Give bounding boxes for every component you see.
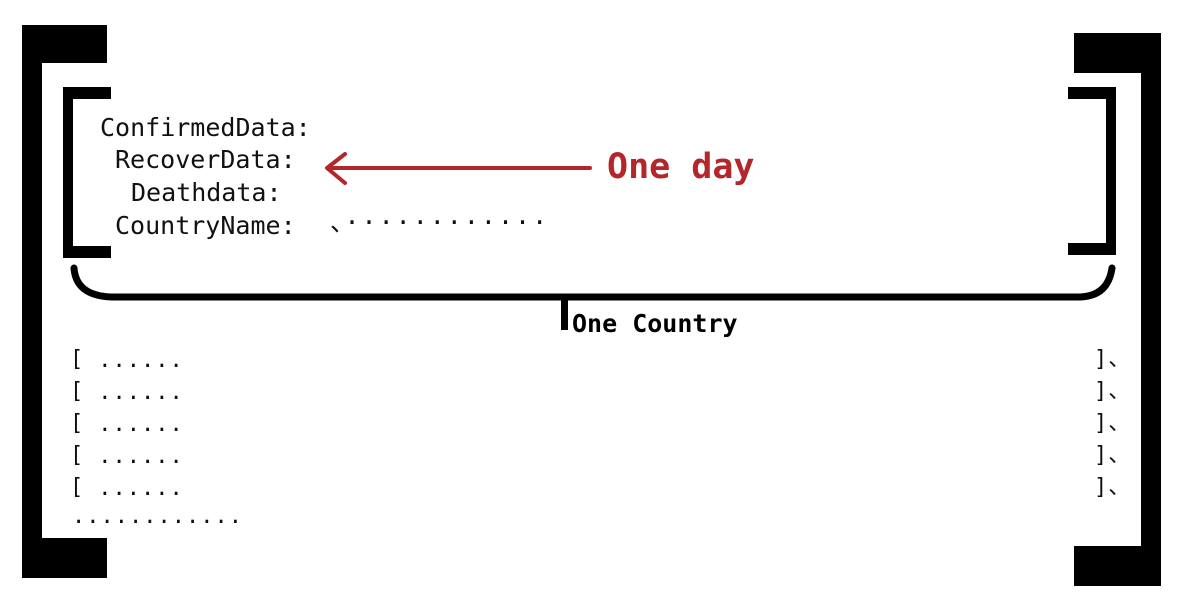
field-country-label: CountryName: <box>115 211 296 240</box>
row-content: ······ <box>84 418 184 443</box>
row-open-bracket: [ <box>70 443 85 468</box>
inner-left-bracket <box>63 87 111 258</box>
ellipsis-row: ············ <box>72 510 243 535</box>
row-content: ······ <box>84 482 184 507</box>
one-day-arrow <box>325 152 592 185</box>
inner-right-bracket <box>1068 87 1116 255</box>
row-open-bracket: [ <box>70 475 85 500</box>
row-close-bracket: ]、 <box>1094 379 1132 404</box>
row-close-bracket: ]、 <box>1094 443 1132 468</box>
field-confirmed-label: ConfirmedData: <box>100 113 311 142</box>
row-open-bracket: [ <box>70 379 85 404</box>
one-country-label: One Country <box>572 309 738 338</box>
underbrace <box>70 264 1116 330</box>
field-country-value: 、············ <box>330 208 550 237</box>
row-content: ······ <box>84 354 184 379</box>
outer-right-bracket <box>1074 33 1161 586</box>
one-day-label: One day <box>607 147 755 187</box>
row-close-bracket: ]、 <box>1094 475 1132 500</box>
row-content: ······ <box>84 450 184 475</box>
row-close-bracket: ]、 <box>1094 347 1132 372</box>
outer-left-bracket <box>22 25 107 578</box>
row-open-bracket: [ <box>70 411 85 436</box>
field-death-label: Deathdata: <box>131 178 282 207</box>
field-recover-label: RecoverData: <box>115 145 296 174</box>
row-close-bracket: ]、 <box>1094 411 1132 436</box>
row-open-bracket: [ <box>70 347 85 372</box>
row-content: ······ <box>84 386 184 411</box>
